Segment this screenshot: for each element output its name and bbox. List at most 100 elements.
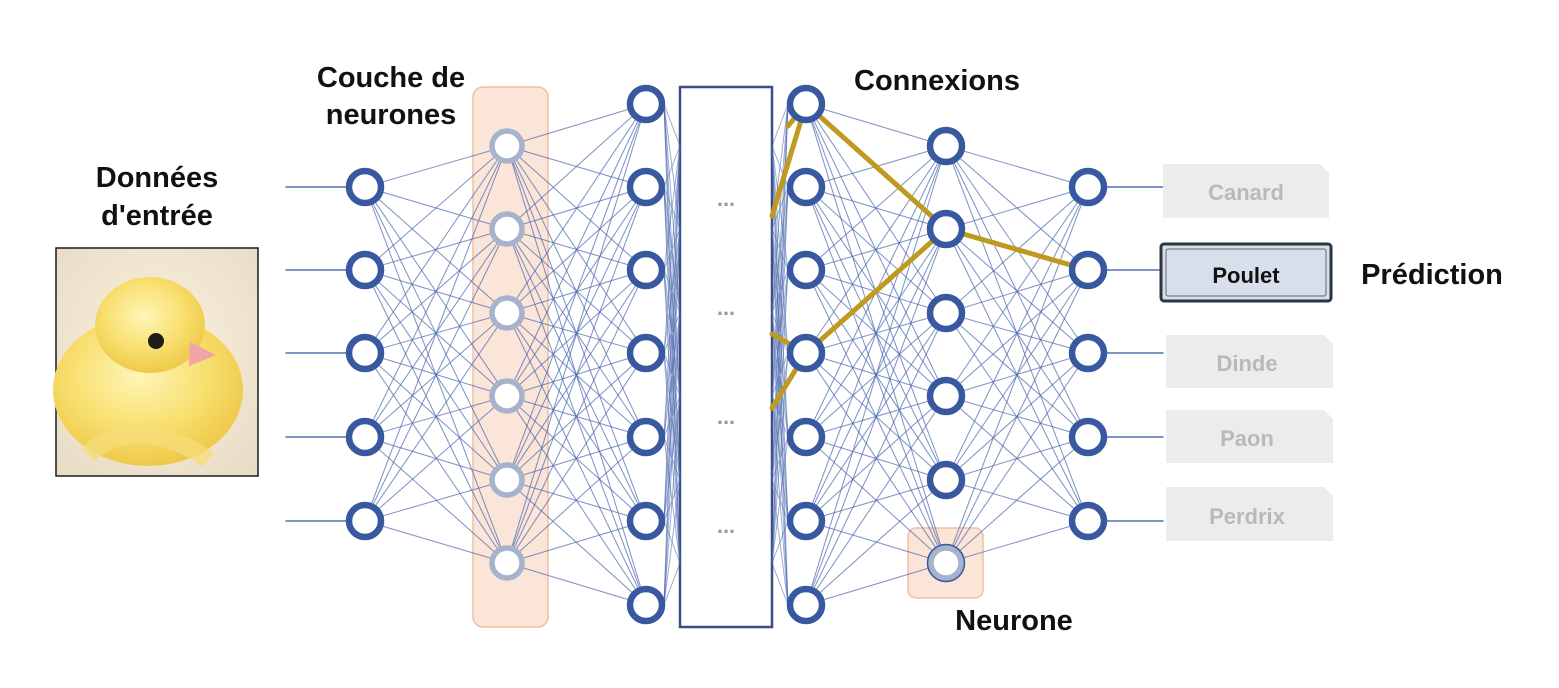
hidden-ellipsis-2: ... bbox=[717, 295, 735, 320]
input-title-line1: Données bbox=[96, 162, 218, 194]
node-pre-3 bbox=[626, 250, 666, 290]
edge-input-faded-5-3 bbox=[364, 312, 508, 522]
edge-post-mid-7-5 bbox=[805, 479, 947, 606]
edge-post-mid-7-2 bbox=[805, 228, 947, 606]
edge-pre-block-7-5 bbox=[663, 479, 681, 606]
edge-faded-pre-6-6 bbox=[506, 520, 647, 564]
node-input-5 bbox=[345, 501, 385, 541]
edge-post-mid-7-6 bbox=[805, 562, 947, 606]
edge-input-faded-3-1 bbox=[364, 145, 508, 354]
connections-title: Connexions bbox=[854, 65, 1020, 97]
node-faded-3 bbox=[489, 295, 525, 331]
layer-title-line2: neurones bbox=[326, 99, 457, 131]
edge-post-mid-1-1 bbox=[805, 103, 947, 147]
node-post-1 bbox=[786, 84, 826, 124]
edge-post-mid-7-1 bbox=[805, 145, 947, 606]
edge-pre-block-7-4 bbox=[663, 395, 681, 606]
node-faded-2 bbox=[489, 211, 525, 247]
edge-mid-out-6-4 bbox=[945, 436, 1089, 564]
edge-post-mid-7-3 bbox=[805, 312, 947, 606]
edge-input-faded-5-4 bbox=[364, 395, 508, 522]
edge-faded-pre-6-2 bbox=[506, 186, 647, 564]
edge-input-faded-5-1 bbox=[364, 145, 508, 522]
node-faded-5 bbox=[489, 462, 525, 498]
hidden-ellipsis-3: ... bbox=[717, 404, 735, 429]
edge-input-faded-5-5 bbox=[364, 479, 508, 522]
node-pre-5 bbox=[626, 417, 666, 457]
output-label-perdrix: Perdrix bbox=[1209, 504, 1286, 529]
node-out-2 bbox=[1068, 250, 1108, 290]
edge-faded-pre-6-5 bbox=[506, 436, 647, 564]
node-post-2 bbox=[786, 167, 826, 207]
output-label-poulet: Poulet bbox=[1212, 263, 1280, 288]
output-option-poulet: Poulet bbox=[1159, 242, 1333, 303]
edge-pre-block-7-6 bbox=[663, 562, 681, 606]
edge-block-post-7-4 bbox=[771, 395, 789, 606]
node-pre-1 bbox=[626, 84, 666, 124]
output-label-paon: Paon bbox=[1220, 426, 1274, 451]
highlight-path-4 bbox=[769, 101, 809, 219]
input-title-line2: d'entrée bbox=[101, 200, 213, 232]
node-out-4 bbox=[1068, 417, 1108, 457]
edge-block-post-4-1 bbox=[771, 145, 789, 354]
node-post-6 bbox=[786, 501, 826, 541]
node-pre-4 bbox=[626, 333, 666, 373]
edge-mid-out-2-1 bbox=[945, 186, 1089, 230]
node-mid-2 bbox=[926, 209, 966, 249]
edge-pre-block-7-3 bbox=[663, 312, 681, 606]
hidden-ellipsis-4: ... bbox=[717, 513, 735, 538]
node-pre-2 bbox=[626, 167, 666, 207]
edge-post-mid-3-1 bbox=[805, 145, 947, 271]
edge-block-post-3-1 bbox=[771, 145, 789, 271]
edge-block-post-7-1 bbox=[771, 145, 789, 606]
node-input-2 bbox=[345, 250, 385, 290]
edge-pre-block-5-1 bbox=[663, 145, 681, 438]
node-mid-3 bbox=[926, 293, 966, 333]
node-pre-7 bbox=[626, 585, 666, 625]
edge-faded-pre-4-1 bbox=[506, 103, 647, 397]
output-label-dinde: Dinde bbox=[1216, 351, 1277, 376]
output-label-canard: Canard bbox=[1208, 180, 1284, 205]
highlight-path-3 bbox=[943, 226, 1091, 273]
edge-mid-out-6-5 bbox=[945, 520, 1089, 564]
highlight-path-2 bbox=[803, 226, 949, 356]
edge-faded-pre-6-4 bbox=[506, 352, 647, 564]
edge-faded-pre-5-1 bbox=[506, 103, 647, 481]
layer-title-line1: Couche de bbox=[317, 62, 465, 94]
edge-input-faded-5-6 bbox=[364, 520, 508, 564]
output-option-paon: Paon bbox=[1166, 410, 1333, 463]
node-pre-6 bbox=[626, 501, 666, 541]
edge-mid-out-6-2 bbox=[945, 269, 1089, 564]
edge-block-post-7-5 bbox=[771, 479, 789, 606]
edge-input-faded-5-2 bbox=[364, 228, 508, 522]
edge-input-faded-4-1 bbox=[364, 145, 508, 438]
edge-faded-pre-1-1 bbox=[506, 103, 647, 147]
edge-faded-pre-3-1 bbox=[506, 103, 647, 314]
node-mid-4 bbox=[926, 376, 966, 416]
hidden-layers-block bbox=[678, 85, 774, 629]
node-mid-1 bbox=[926, 126, 966, 166]
node-input-3 bbox=[345, 333, 385, 373]
edge-block-post-7-3 bbox=[771, 312, 789, 606]
edge-mid-out-1-1 bbox=[945, 145, 1089, 188]
edge-faded-pre-6-7 bbox=[506, 562, 647, 606]
edge-faded-pre-6-1 bbox=[506, 103, 647, 564]
edge-pre-block-3-1 bbox=[663, 145, 681, 271]
output-option-perdrix: Perdrix bbox=[1166, 487, 1333, 541]
edge-pre-block-4-1 bbox=[663, 145, 681, 354]
node-mid-5 bbox=[926, 460, 966, 500]
edge-mid-out-6-1 bbox=[945, 186, 1089, 564]
node-post-3 bbox=[786, 250, 826, 290]
edge-pre-block-7-1 bbox=[663, 145, 681, 606]
node-faded-4 bbox=[489, 378, 525, 414]
node-input-1 bbox=[345, 167, 385, 207]
edge-block-post-1-1 bbox=[771, 103, 789, 147]
neuron-title: Neurone bbox=[955, 605, 1073, 637]
node-out-1 bbox=[1068, 167, 1108, 207]
node-post-7 bbox=[786, 585, 826, 625]
output-option-canard: Canard bbox=[1163, 164, 1329, 218]
edge-mid-out-5-1 bbox=[945, 186, 1089, 481]
edge-pre-block-7-2 bbox=[663, 228, 681, 606]
network-nodes bbox=[345, 84, 1108, 625]
network-connections bbox=[285, 103, 1164, 606]
